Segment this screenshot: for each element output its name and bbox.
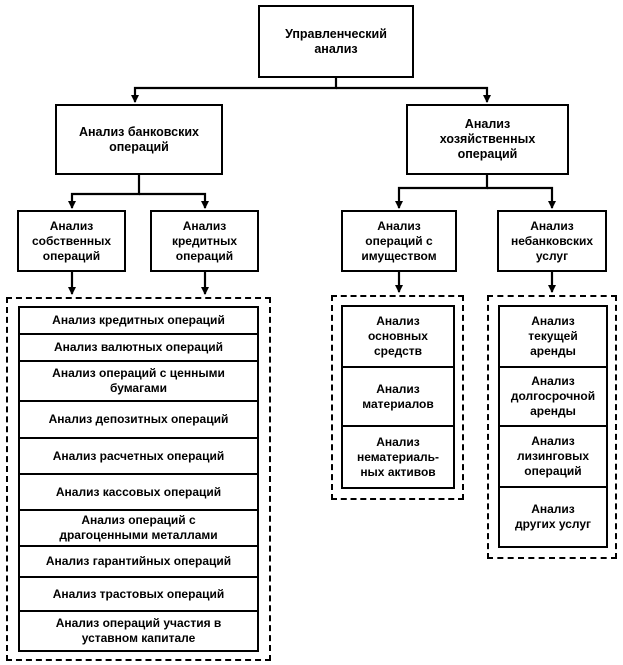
own-operations-box: Анализ собственных операций <box>17 210 126 272</box>
banking-operations-label: Анализ банковских операций <box>78 124 199 154</box>
connector-economic-nonbank <box>487 186 556 209</box>
credit-operations-label: Анализ кредитных операций <box>171 218 238 263</box>
property-list-group <box>331 295 464 500</box>
list-item: Анализ текущей аренды <box>498 305 608 368</box>
economic-operations-box: Анализ хозяйственных операций <box>406 104 569 175</box>
list-item: Анализ кредитных операций <box>18 306 259 335</box>
economic-operations-label: Анализ хозяйственных операций <box>439 117 536 161</box>
connector-economic-property <box>395 175 489 209</box>
credit-operations-box: Анализ кредитных операций <box>150 210 259 272</box>
list-item: Анализ операций с драгоценными металлами <box>18 509 259 547</box>
nonbank-list-group <box>487 295 617 559</box>
list-item: Анализ операций с ценными бумагами <box>18 360 259 402</box>
connector-root-banking <box>131 78 338 103</box>
list-item: Анализ нематериаль- ных активов <box>341 425 455 489</box>
list-item: Анализ гарантийных операций <box>18 545 259 578</box>
list-item: Анализ валютных операций <box>18 333 259 362</box>
list-item: Анализ долгосрочной аренды <box>498 366 608 427</box>
list-item: Анализ основных средств <box>341 305 455 368</box>
own-operations-label: Анализ собственных операций <box>31 218 112 263</box>
list-item: Анализ кассовых операций <box>18 473 259 511</box>
banking-operations-box: Анализ банковских операций <box>55 104 223 175</box>
list-item: Анализ депозитных операций <box>18 400 259 439</box>
nonbank-services-box: Анализ небанковских услуг <box>497 210 607 272</box>
property-operations-box: Анализ операций с имуществом <box>341 210 457 272</box>
connector-banking-credit <box>139 192 209 209</box>
nonbank-services-label: Анализ небанковских услуг <box>510 218 594 263</box>
connector-root-economic <box>336 86 491 103</box>
list-item: Анализ операций участия в уставном капит… <box>18 610 259 652</box>
list-item: Анализ материалов <box>341 366 455 427</box>
list-item: Анализ лизинговых операций <box>498 425 608 488</box>
list-item: Анализ трастовых операций <box>18 576 259 612</box>
root-label: Управленческий анализ <box>285 26 387 56</box>
property-operations-label: Анализ операций с имуществом <box>361 218 437 263</box>
root-box: Управленческий анализ <box>258 5 414 78</box>
list-item: Анализ других услуг <box>498 486 608 548</box>
banking-list-group <box>6 297 271 661</box>
connector-banking-own <box>68 175 141 209</box>
list-item: Анализ расчетных операций <box>18 437 259 475</box>
